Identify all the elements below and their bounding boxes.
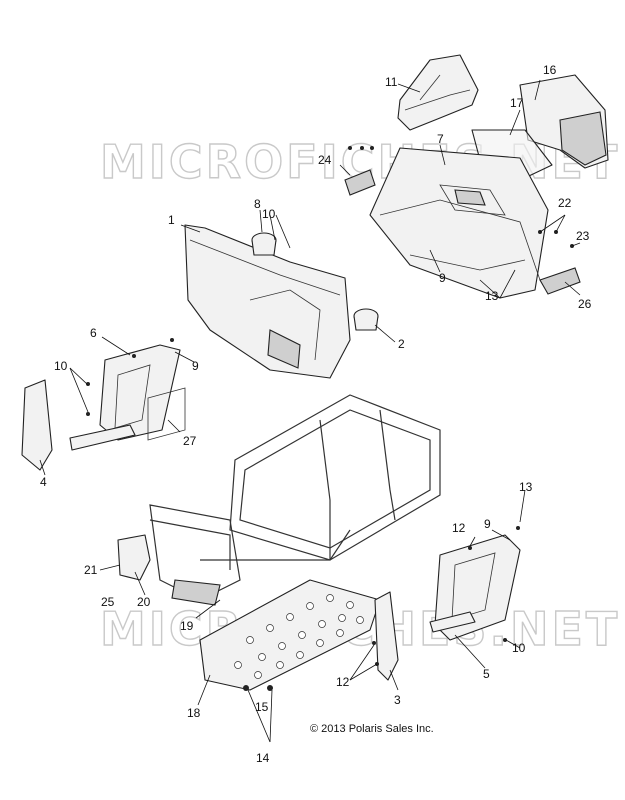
callout-9c: 9 (484, 517, 491, 531)
callout-9b: 9 (192, 359, 199, 373)
callout-8: 8 (254, 197, 261, 211)
callout-1: 1 (168, 213, 175, 227)
callout-19: 19 (180, 619, 194, 633)
part-5-side-panel[interactable] (429, 534, 521, 641)
part-11-bracket[interactable] (397, 54, 479, 131)
callout-10c: 10 (512, 641, 526, 655)
part-26-pad[interactable] (539, 267, 581, 295)
fasteners (86, 146, 574, 691)
part-2-cup-holder[interactable] (353, 308, 379, 331)
part-6-side-panel[interactable] (69, 344, 181, 451)
callout-10a: 10 (262, 207, 276, 221)
part-3-trim-bar[interactable] (374, 591, 399, 681)
callout-18: 18 (187, 706, 201, 720)
callout-20: 20 (137, 595, 151, 609)
callout-22: 22 (558, 196, 572, 210)
callout-17: 17 (510, 96, 524, 110)
callout-27: 27 (183, 434, 197, 448)
part-7-rear-floor[interactable] (369, 147, 549, 299)
part-16-rear-panel[interactable] (519, 74, 609, 169)
callout-10b: 10 (54, 359, 68, 373)
callout-13b: 13 (519, 480, 533, 494)
part-8-cup-holder[interactable] (251, 232, 277, 256)
callout-15: 15 (255, 700, 269, 714)
callout-2: 2 (398, 337, 405, 351)
part-27-panel-insert[interactable] (147, 387, 186, 441)
callout-16: 16 (543, 63, 557, 77)
callout-9a: 9 (439, 271, 446, 285)
callout-7: 7 (437, 132, 444, 146)
callout-4: 4 (40, 475, 47, 489)
callout-25: 25 (101, 595, 115, 609)
callout-6: 6 (90, 326, 97, 340)
callout-26: 26 (578, 297, 592, 311)
main-frame[interactable] (149, 394, 441, 606)
part-24-pad[interactable] (344, 169, 376, 196)
part-18-skid-plate[interactable] (199, 579, 381, 691)
callout-12b: 12 (336, 675, 350, 689)
callout-13a: 13 (485, 289, 499, 303)
callout-3: 3 (394, 693, 401, 707)
callout-14: 14 (256, 751, 270, 765)
callout-5: 5 (483, 667, 490, 681)
part-4-trim-bar[interactable] (21, 379, 53, 471)
callout-23: 23 (576, 229, 590, 243)
leader-lines (39, 79, 581, 743)
part-21-gusset-plate[interactable] (117, 534, 151, 581)
part-1-dash-panel[interactable] (184, 224, 351, 379)
callout-24: 24 (318, 153, 332, 167)
skid-plate-holes (234, 594, 364, 679)
copyright-notice: © 2013 Polaris Sales Inc. (310, 723, 434, 735)
callout-11: 11 (385, 75, 398, 89)
callout-labels: 1 2 3 4 5 6 7 8 9 9 9 10 10 10 11 12 12 … (40, 63, 592, 765)
callout-12a: 12 (452, 521, 466, 535)
callout-21: 21 (84, 563, 98, 577)
